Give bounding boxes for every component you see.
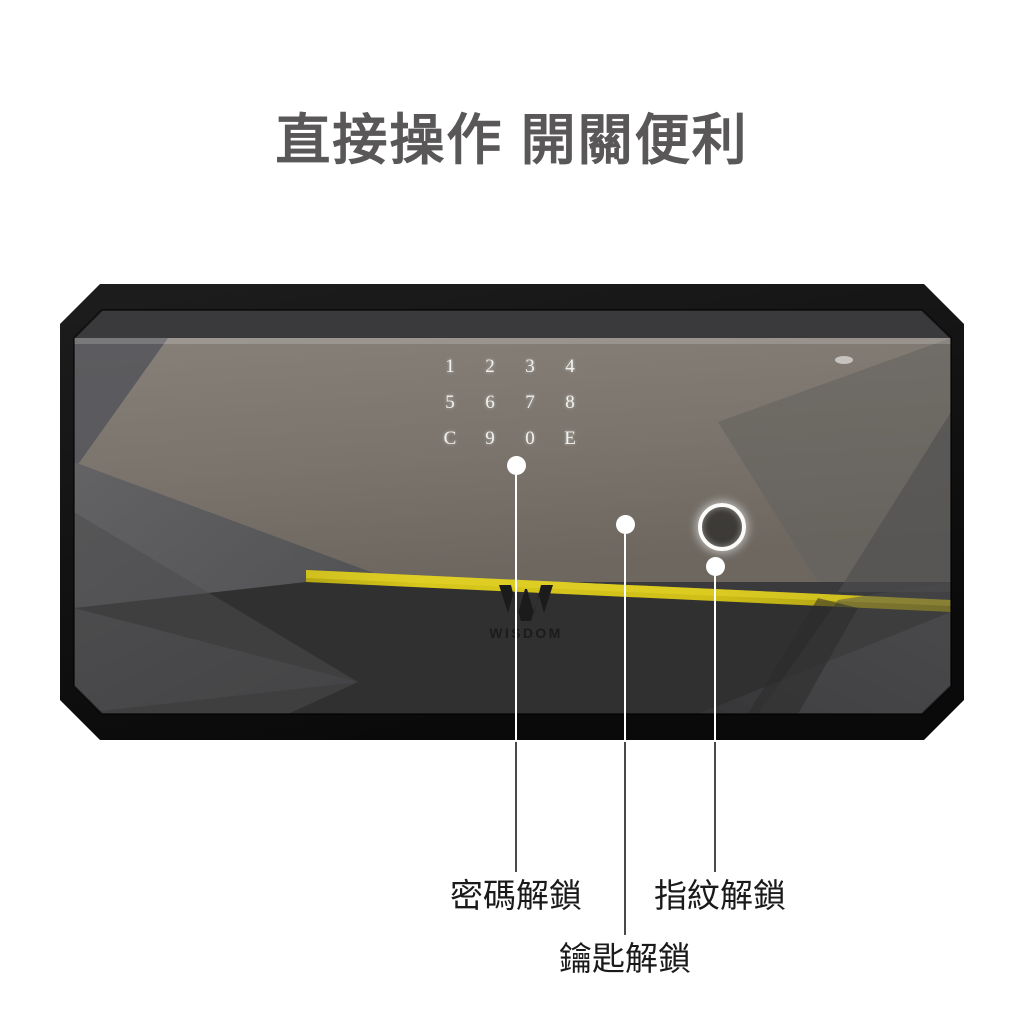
page-title: 直接操作 開關便利: [275, 109, 749, 171]
safe-front-face: [74, 310, 951, 714]
keypad-key[interactable]: 6: [485, 391, 495, 413]
callout-line-fingerprint-lower: [714, 742, 716, 872]
callout-dot-fingerprint[interactable]: [705, 556, 725, 576]
safe-illustration: [60, 284, 964, 740]
callout-label-fingerprint: 指紋解鎖: [654, 877, 786, 914]
keypad-grid[interactable]: 1 2 3 4 5 6 7 8 C 9 0 E: [430, 348, 590, 456]
facet-lower-left-2: [74, 512, 358, 714]
callout-line-key: [624, 524, 626, 742]
keypad-key[interactable]: 9: [485, 427, 495, 449]
callout-label-key: 鑰匙解鎖: [559, 940, 691, 977]
callout-line-fingerprint: [714, 566, 716, 742]
callout-dot-password[interactable]: [506, 455, 526, 475]
keypad-key[interactable]: 0: [525, 427, 535, 449]
keypad-key[interactable]: 2: [485, 355, 495, 377]
keypad-key[interactable]: 7: [525, 391, 535, 413]
facet-upper-left-wedge: [74, 338, 168, 470]
keypad-key[interactable]: 3: [525, 355, 535, 377]
fingerprint-sensor-icon[interactable]: [698, 503, 746, 551]
facet-lower-right-shadow: [748, 598, 858, 714]
safe-product-image: [58, 282, 966, 742]
wisdom-w-mark: [499, 585, 553, 621]
safe-inner-edge: [73, 309, 952, 715]
callout-dot-key[interactable]: [615, 514, 635, 534]
callout-line-password-lower: [515, 742, 517, 872]
facet-upper-right-dark: [838, 412, 951, 592]
callout-line-key-lower: [624, 742, 626, 935]
keypad-key[interactable]: 8: [565, 391, 575, 413]
accent-stripe-highlight: [306, 570, 951, 606]
specular-highlight: [835, 356, 853, 364]
keypad-key[interactable]: 4: [565, 355, 575, 377]
keypad-key-enter[interactable]: E: [564, 427, 576, 449]
keypad-key[interactable]: 5: [445, 391, 455, 413]
brand-wordmark: WISDOM: [489, 625, 563, 641]
top-edge-highlight: [74, 338, 951, 344]
brand-logo: WISDOM: [472, 583, 580, 641]
callout-line-password: [515, 465, 517, 742]
callout-label-password: 密碼解鎖: [450, 877, 582, 914]
keypad-key[interactable]: 1: [445, 355, 455, 377]
keypad-key-clear[interactable]: C: [443, 427, 457, 449]
